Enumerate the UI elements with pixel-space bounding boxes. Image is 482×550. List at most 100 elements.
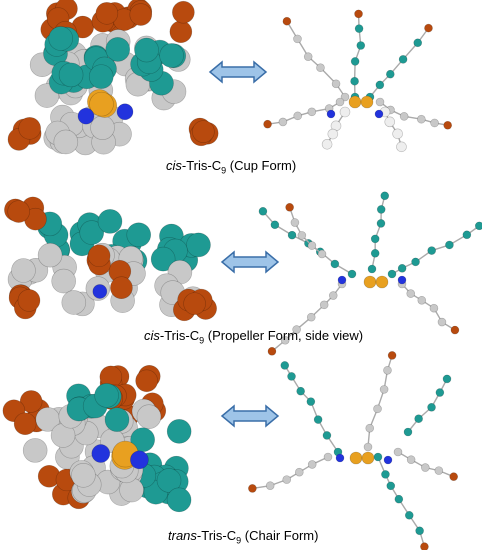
aromatic-atom	[411, 257, 420, 267]
oxygen-atom	[95, 2, 119, 25]
aromatic-atom	[97, 209, 123, 234]
aromatic-atom	[126, 222, 152, 248]
carbon-atom	[373, 404, 382, 414]
caption-chair-form: trans-Tris-C9 (Chair Form)	[168, 528, 319, 546]
panel-propeller-form: cis-Tris-C9 (Propeller Form, side view)	[0, 180, 482, 360]
aromatic-atom	[415, 526, 424, 536]
oxygen-atom	[172, 0, 195, 24]
aromatic-atom	[354, 9, 363, 19]
phenyl-atom	[339, 106, 351, 118]
carbon-atom	[317, 249, 327, 259]
carbon-atom	[406, 455, 416, 464]
oxygen-atom	[17, 289, 41, 312]
ball-stick-model-chair	[248, 351, 458, 550]
carbon-atom	[263, 119, 272, 129]
carbon-atom	[406, 289, 416, 298]
aromatic-atom	[462, 230, 472, 240]
gold-atom	[349, 451, 363, 465]
double-arrow-icon	[208, 60, 268, 84]
aromatic-atom	[134, 37, 159, 63]
oxygen-atom	[87, 244, 111, 268]
aromatic-atom	[367, 264, 377, 274]
aromatic-atom	[166, 419, 192, 444]
carbon-atom	[61, 290, 87, 315]
gold-atom	[360, 95, 374, 109]
aromatic-atom	[159, 43, 184, 68]
aromatic-atom	[474, 221, 482, 231]
nitrogen-atom	[335, 453, 345, 463]
aromatic-atom	[370, 234, 380, 244]
aromatic-atom	[373, 452, 383, 462]
nitrogen-atom	[397, 275, 407, 285]
nitrogen-atom	[383, 455, 393, 465]
aromatic-atom	[186, 232, 211, 258]
carbon-atom	[90, 115, 115, 140]
aromatic-atom	[270, 220, 280, 230]
oxygen-atom	[169, 20, 193, 44]
space-filling-model-propeller	[4, 196, 217, 322]
aromatic-atom	[404, 510, 414, 520]
carbon-atom	[290, 218, 300, 227]
aromatic-atom	[376, 219, 386, 228]
space-filling-model-cup	[7, 0, 219, 156]
caption-cup-form: cis-Tris-C9 (Cup Form)	[166, 158, 297, 176]
space-filling-model-chair	[2, 365, 192, 513]
aromatic-atom	[397, 263, 407, 273]
carbon-atom	[399, 112, 409, 121]
aromatic-atom	[296, 386, 305, 396]
carbon-atom	[282, 475, 292, 484]
carbon-atom	[293, 111, 303, 121]
carbon-atom	[71, 463, 96, 488]
aromatic-atom	[287, 230, 297, 240]
aromatic-atom	[356, 41, 366, 50]
gold-atom	[361, 451, 375, 465]
carbon-atom	[430, 118, 439, 128]
carbon-atom	[328, 291, 338, 300]
carbon-atom	[365, 423, 375, 433]
carbon-atom	[417, 114, 426, 124]
nitrogen-atom	[116, 103, 134, 121]
nitrogen-atom	[130, 450, 149, 470]
carbon-atom	[335, 97, 345, 107]
carbon-atom	[319, 300, 329, 310]
aromatic-atom	[322, 431, 332, 440]
carbon-atom	[282, 16, 292, 26]
aromatic-atom	[48, 26, 74, 51]
carbon-atom	[331, 79, 341, 89]
carbon-atom	[363, 442, 373, 452]
carbon-atom	[307, 460, 317, 469]
aromatic-atom	[386, 481, 396, 491]
aromatic-atom	[375, 80, 385, 90]
carbon-atom	[297, 231, 307, 240]
carbon-atom	[449, 472, 458, 481]
carbon-atom	[437, 317, 447, 327]
nitrogen-atom	[374, 109, 384, 119]
aromatic-atom	[94, 383, 119, 408]
aromatic-atom	[306, 397, 316, 406]
aromatic-atom	[166, 487, 192, 513]
phenyl-atom	[396, 141, 407, 153]
aromatic-atom	[380, 191, 390, 201]
aromatic-atom	[105, 37, 131, 62]
aromatic-atom	[387, 269, 397, 279]
aromatic-atom	[435, 388, 445, 397]
aromatic-atom	[150, 246, 176, 272]
carbon-atom	[379, 385, 389, 394]
aromatic-atom	[104, 407, 130, 432]
aromatic-atom	[413, 38, 423, 48]
panel-cup-form: cis-Tris-C9 (Cup Form)	[0, 0, 482, 180]
carbon-atom	[11, 258, 36, 283]
carbon-atom	[421, 463, 430, 472]
oxygen-atom	[110, 276, 133, 300]
aromatic-atom	[398, 55, 408, 64]
aromatic-atom	[347, 269, 357, 279]
aromatic-atom	[376, 205, 386, 214]
aromatic-atom	[88, 64, 114, 89]
oxygen-atom	[13, 412, 37, 436]
oxygen-atom	[18, 117, 41, 140]
nitrogen-atom	[92, 284, 108, 299]
aromatic-atom	[313, 415, 323, 424]
double-arrow-icon	[220, 404, 280, 428]
carbon-atom	[434, 466, 444, 475]
aromatic-atom	[287, 372, 296, 381]
